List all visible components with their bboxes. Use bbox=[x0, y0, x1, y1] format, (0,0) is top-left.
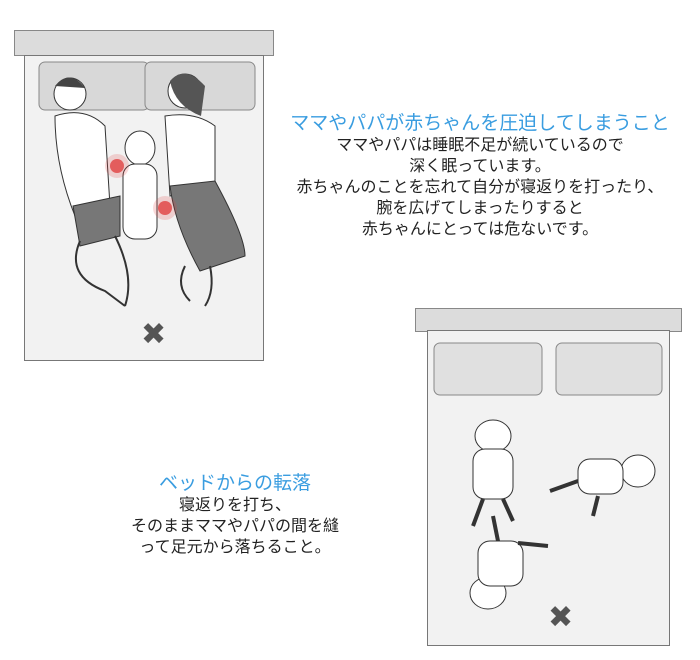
section1-line: 深く眠っています。 bbox=[409, 156, 551, 175]
babies-rolling-illustration bbox=[433, 342, 663, 610]
bed1-frame bbox=[24, 55, 264, 361]
parents-sleeping-illustration bbox=[38, 61, 256, 307]
section2-line: そのままママやパパの間を縫 bbox=[130, 516, 339, 535]
bed2-headboard bbox=[415, 308, 682, 332]
section1-line: ママやパパは睡眠不足が続いているので bbox=[336, 135, 624, 154]
x-mark-icon: ✖ bbox=[141, 317, 167, 352]
bed1-headboard bbox=[14, 30, 274, 56]
section1-line: 腕を広げてしまったりすると bbox=[376, 198, 584, 217]
section2-title: ベッドからの転落 bbox=[158, 472, 311, 494]
section2-text: ベッドからの転落 寝返りを打ち、 そのままママやパパの間を縫 って足元から落ちる… bbox=[60, 472, 410, 557]
section1-line: 赤ちゃんのことを忘れて自分が寝返りを打ったり、 bbox=[296, 177, 664, 196]
bed2-frame bbox=[427, 330, 670, 646]
section1-line: 赤ちゃんにとっては危ないです。 bbox=[361, 219, 599, 238]
x-mark-icon: ✖ bbox=[548, 600, 574, 635]
section1-title: ママやパパが赤ちゃんを圧迫してしまうこと bbox=[290, 112, 670, 134]
section2-line: って足元から落ちること。 bbox=[139, 537, 331, 556]
section1-text: ママやパパが赤ちゃんを圧迫してしまうこと ママやパパは睡眠不足が続いているので … bbox=[262, 112, 698, 239]
section2-line: 寝返りを打ち、 bbox=[178, 495, 291, 514]
